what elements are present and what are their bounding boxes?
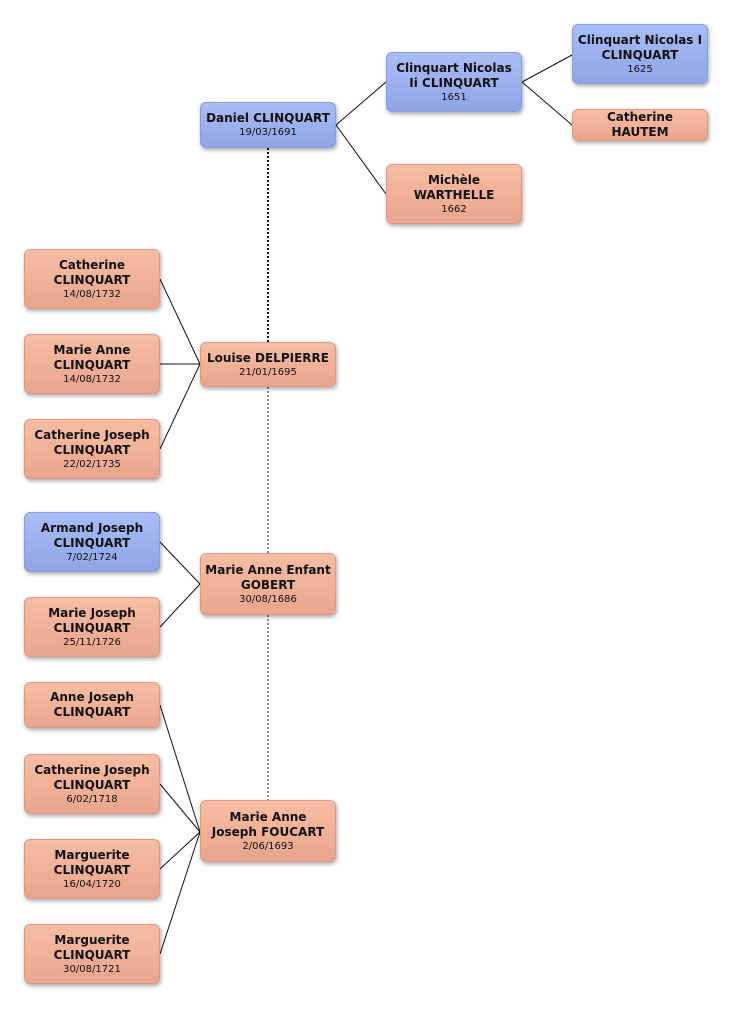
person-name: Marguerite CLINQUART [53, 847, 131, 877]
person-date: 7/02/1724 [66, 551, 118, 563]
person-date: 6/02/1718 [66, 793, 118, 805]
person-michele-warthelle[interactable]: Michèle WARTHELLE 1662 [386, 164, 522, 224]
child-anne-joseph[interactable]: Anne Joseph CLINQUART [24, 682, 160, 728]
spouse-louise-delpierre[interactable]: Louise DELPIERRE 21/01/1695 [200, 342, 336, 387]
person-name: Louise DELPIERRE [207, 350, 329, 365]
person-date: 2/06/1693 [242, 840, 294, 852]
child-link [159, 831, 201, 870]
child-link [159, 278, 201, 365]
person-date: 22/02/1735 [63, 458, 121, 470]
child-link [159, 541, 201, 585]
child-marie-joseph[interactable]: Marie Joseph CLINQUART 25/11/1726 [24, 597, 160, 657]
child-link [159, 363, 201, 450]
child-marie-anne-1732[interactable]: Marie Anne CLINQUART 14/08/1732 [24, 334, 160, 394]
child-catherine-joseph-1735[interactable]: Catherine Joseph CLINQUART 22/02/1735 [24, 419, 160, 479]
person-name: Catherine HAUTEM [606, 110, 674, 139]
person-date: 30/08/1721 [63, 963, 121, 975]
person-name: Daniel CLINQUART [206, 111, 330, 125]
person-name: Catherine Joseph CLINQUART [34, 762, 150, 792]
person-date: 14/08/1732 [63, 373, 121, 385]
person-name: Catherine CLINQUART [53, 257, 131, 287]
person-name: Marie Anne CLINQUART [53, 342, 131, 372]
person-date: 21/01/1695 [239, 366, 297, 378]
person-daniel-clinquart[interactable]: Daniel CLINQUART 19/03/1691 [200, 102, 336, 148]
spouse-marie-anne-enfant-gobert[interactable]: Marie Anne Enfant GOBERT 30/08/1686 [200, 553, 336, 615]
spouse-marie-anne-joseph-foucart[interactable]: Marie Anne Joseph FOUCART 2/06/1693 [200, 800, 336, 862]
person-date: 1651 [441, 91, 467, 103]
parent-link [521, 81, 573, 126]
parent-link [335, 81, 387, 126]
person-date: 30/08/1686 [239, 593, 297, 605]
parent-link [521, 54, 573, 83]
person-name: Anne Joseph CLINQUART [50, 690, 134, 719]
person-name: Clinquart Nicolas I CLINQUART [577, 32, 703, 62]
person-name: Armand Joseph CLINQUART [40, 520, 144, 550]
child-marguerite-1720[interactable]: Marguerite CLINQUART 16/04/1720 [24, 839, 160, 899]
person-date: 1662 [441, 203, 467, 215]
person-name: Marie Anne Enfant GOBERT [205, 562, 331, 592]
child-catherine-joseph-1718[interactable]: Catherine Joseph CLINQUART 6/02/1718 [24, 754, 160, 814]
person-catherine-hautem[interactable]: Catherine HAUTEM [572, 109, 708, 141]
person-date: 19/03/1691 [239, 127, 297, 138]
person-date: 1625 [627, 63, 653, 75]
person-name: Michèle WARTHELLE [413, 172, 495, 202]
person-name: Marie Anne Joseph FOUCART [211, 809, 325, 839]
child-link [159, 783, 201, 833]
child-link [159, 583, 201, 628]
child-catherine-1732[interactable]: Catherine CLINQUART 14/08/1732 [24, 249, 160, 309]
person-name: Marguerite CLINQUART [53, 932, 131, 962]
person-nicolas-ii[interactable]: Clinquart Nicolas Ii CLINQUART 1651 [386, 52, 522, 112]
child-marguerite-1721[interactable]: Marguerite CLINQUART 30/08/1721 [24, 924, 160, 984]
person-nicolas-i[interactable]: Clinquart Nicolas I CLINQUART 1625 [572, 24, 708, 84]
person-date: 14/08/1732 [63, 288, 121, 300]
person-date: 25/11/1726 [63, 636, 121, 648]
parent-link [335, 124, 387, 195]
person-name: Catherine Joseph CLINQUART [34, 427, 150, 457]
child-link [159, 704, 201, 833]
person-name: Clinquart Nicolas Ii CLINQUART [396, 60, 512, 90]
child-link [159, 831, 201, 955]
person-name: Marie Joseph CLINQUART [48, 605, 136, 635]
child-armand-joseph[interactable]: Armand Joseph CLINQUART 7/02/1724 [24, 512, 160, 572]
person-date: 16/04/1720 [63, 878, 121, 890]
